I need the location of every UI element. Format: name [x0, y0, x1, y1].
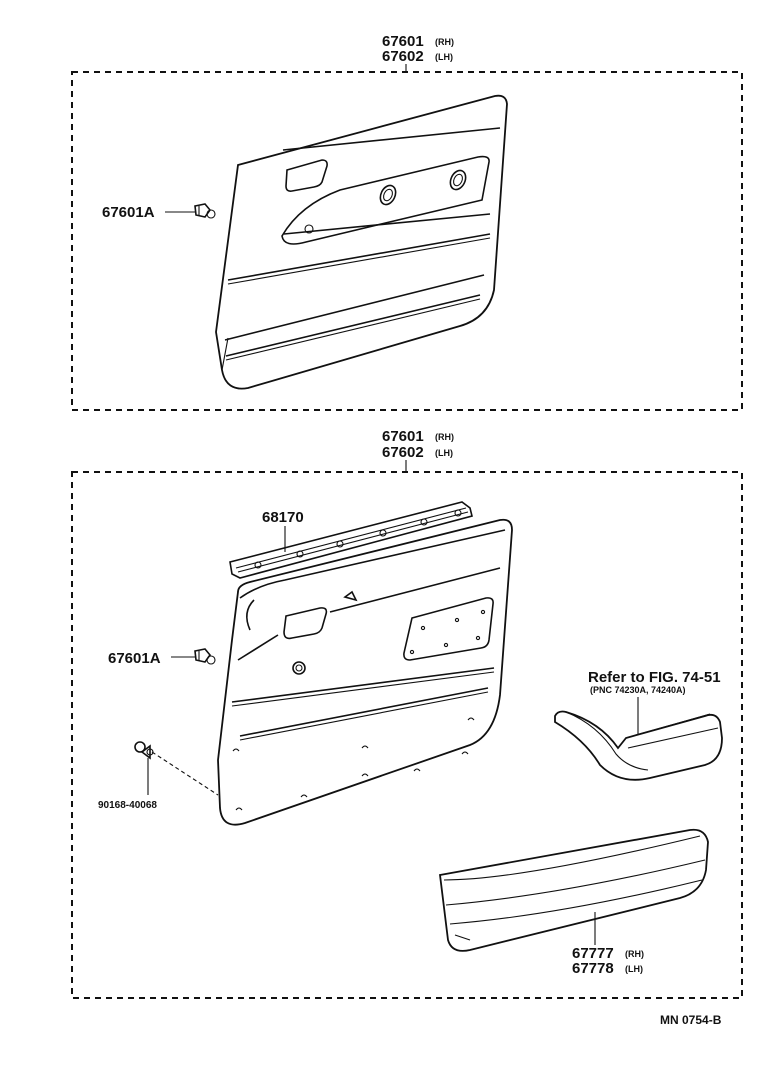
- bottom-handle-opening: [283, 607, 328, 640]
- screw-icon: [134, 741, 154, 760]
- switch-plate-cutout: [403, 597, 494, 661]
- screw-label: 90168-40068: [98, 800, 157, 811]
- top-clip-icon: [194, 203, 216, 219]
- bottom-part-number-lh: 67602: [382, 444, 424, 461]
- top-grommet-icon: [379, 184, 397, 206]
- pocket-number-lh: 67778: [572, 960, 614, 977]
- top-suffix-rh: (RH): [435, 37, 454, 47]
- top-armrest-recess: [281, 155, 490, 245]
- top-suffix-lh: (LH): [435, 52, 453, 62]
- top-assembly: 67601 (RH) 67602 (LH) 67601A: [71, 33, 743, 411]
- molding-label: 68170: [262, 509, 304, 526]
- pocket-suffix-lh: (LH): [625, 964, 643, 974]
- bottom-suffix-rh: (RH): [435, 432, 454, 442]
- lock-knob-icon: [343, 590, 358, 602]
- top-screw-hole-icon: [304, 224, 314, 234]
- top-door-trim-panel: [215, 94, 508, 390]
- door-pocket: [439, 828, 709, 952]
- bottom-part-number-rh: 67601: [382, 428, 424, 445]
- top-part-number-rh: 67601: [382, 33, 424, 50]
- top-handle-opening: [285, 159, 328, 192]
- top-clip-label: 67601A: [102, 204, 155, 221]
- bottom-clip-icon: [194, 648, 216, 665]
- bottom-door-trim-panel: [217, 518, 513, 826]
- bottom-assembly: 67601 (RH) 67602 (LH) 68170 67601A: [71, 428, 743, 999]
- pocket-number-rh: 67777: [572, 945, 614, 962]
- refer-pnc: (PNC 74230A, 74240A): [590, 685, 686, 695]
- top-groove-line: [227, 233, 491, 281]
- top-grommet-icon-2: [449, 169, 467, 191]
- screw-dashed-path: [151, 751, 219, 796]
- bottom-clip-label: 67601A: [108, 650, 161, 667]
- top-dashed-frame: [71, 71, 743, 411]
- bottom-grommet-icon: [292, 661, 306, 675]
- bottom-dashed-frame: [71, 471, 743, 999]
- figure-code: MN 0754-B: [660, 1013, 722, 1027]
- bottom-suffix-lh: (LH): [435, 448, 453, 458]
- top-part-number-lh: 67602: [382, 48, 424, 65]
- refer-text: Refer to FIG. 74-51: [588, 669, 721, 686]
- belt-molding: [229, 501, 473, 579]
- armrest-part: [554, 710, 723, 781]
- pocket-suffix-rh: (RH): [625, 949, 644, 959]
